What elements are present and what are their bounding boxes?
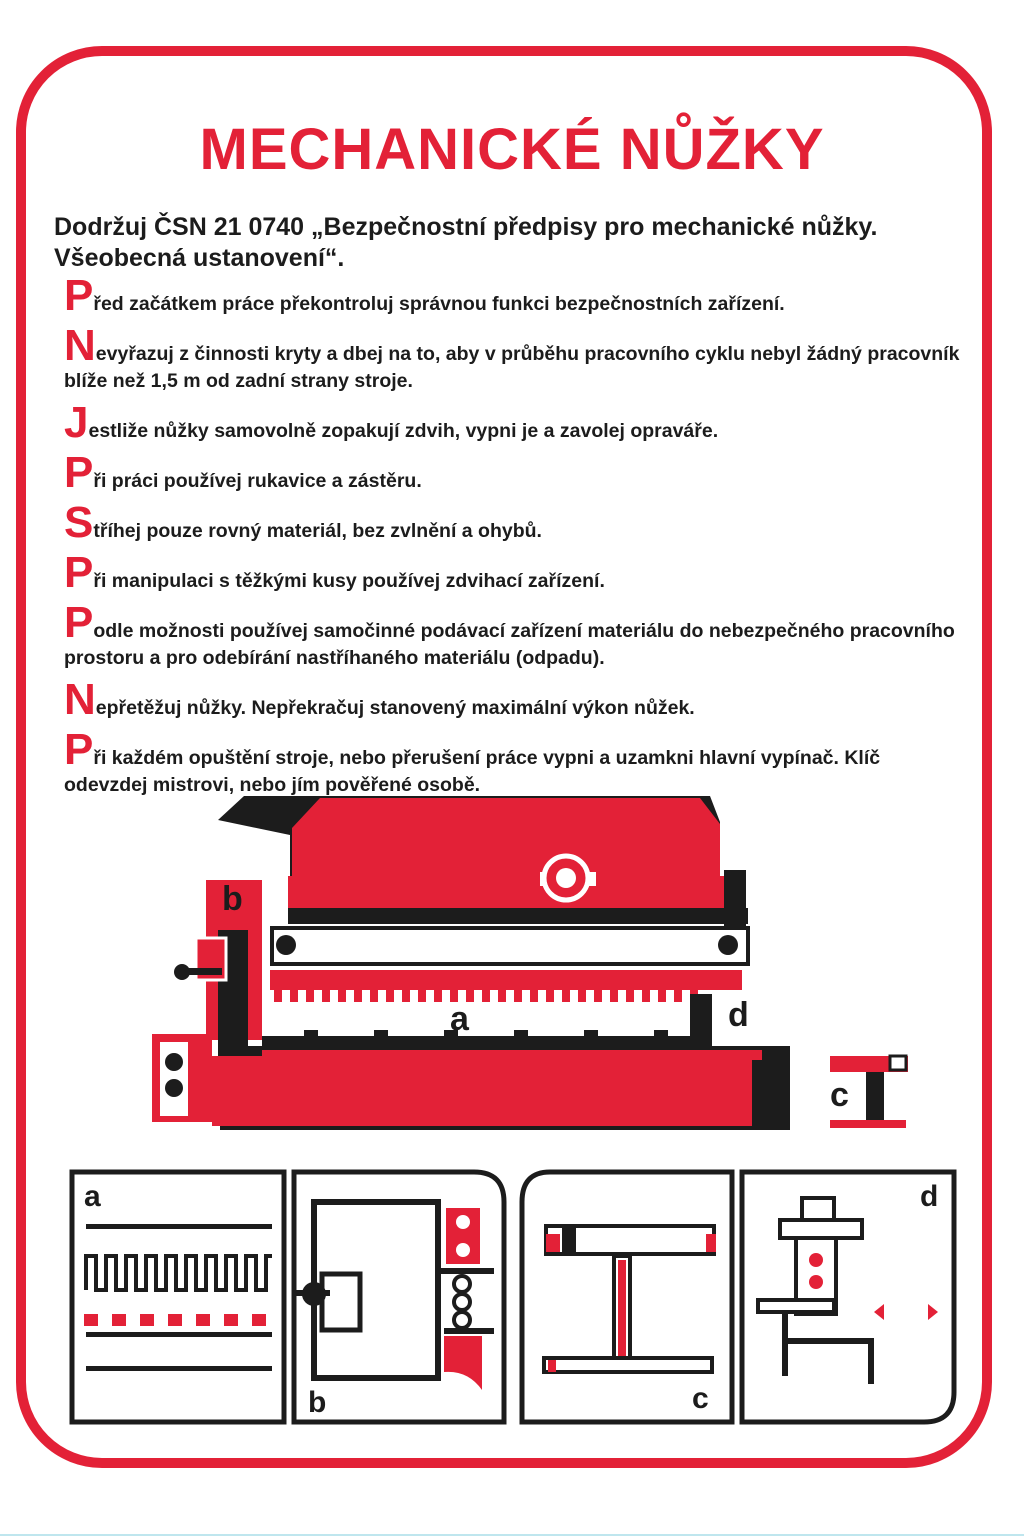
pedal-button-icon bbox=[165, 1053, 183, 1071]
rule-item: Jestliže nůžky samovolně zopakují zdvih,… bbox=[64, 401, 964, 445]
red-dash-line bbox=[84, 1314, 266, 1326]
rule-item: Nepřetěžuj nůžky. Nepřekračuj stanovený … bbox=[64, 678, 964, 722]
machine-beam-shadow bbox=[288, 908, 748, 924]
comb-teeth-icon bbox=[84, 1254, 272, 1292]
detail-panel-d: d bbox=[739, 1169, 957, 1425]
blade-beam bbox=[270, 926, 750, 966]
sign-border bbox=[16, 46, 992, 1468]
rule-text: řed začátkem práce překontroluj správnou… bbox=[93, 293, 785, 315]
rule-initial: P bbox=[64, 725, 94, 774]
detail-panels: a b c bbox=[69, 1169, 957, 1425]
rule-item: Při každém opuštění stroje, nebo přeruše… bbox=[64, 728, 964, 799]
arrow-right-icon bbox=[928, 1304, 938, 1320]
label-c: c bbox=[830, 1076, 849, 1114]
detail-panel-c: c bbox=[519, 1169, 735, 1425]
side-support-foot bbox=[830, 1120, 906, 1128]
sign-title: MECHANICKÉ NŮŽKY bbox=[199, 117, 825, 182]
rule-initial: N bbox=[64, 675, 96, 724]
rule-item: Při manipulaci s těžkými kusy používej z… bbox=[64, 551, 964, 595]
side-support-cap bbox=[888, 1054, 908, 1072]
rule-text: odle možnosti používej samočinné podávac… bbox=[64, 620, 955, 669]
panel-b-label: b bbox=[308, 1386, 326, 1419]
lever-arm bbox=[182, 968, 222, 975]
table-edge bbox=[262, 1036, 712, 1046]
rule-text: estliže nůžky samovolně zopakují zdvih, … bbox=[88, 420, 719, 442]
label-a: a bbox=[450, 1000, 470, 1038]
rule-initial: P bbox=[64, 598, 94, 647]
machine-top-housing bbox=[292, 798, 720, 880]
hold-down-teeth bbox=[274, 988, 698, 1002]
panel-d-label: d bbox=[920, 1180, 938, 1213]
panel-c-label: c bbox=[692, 1382, 709, 1415]
rules-list: Před začátkem práce překontroluj správno… bbox=[64, 274, 964, 813]
bolt-right-icon bbox=[718, 935, 738, 955]
shear-machine-illustration: b a d c bbox=[152, 796, 908, 1130]
detail-panel-a: a bbox=[69, 1169, 287, 1425]
rule-initial: P bbox=[64, 448, 94, 497]
rule-text: ři práci používej rukavice a zástěru. bbox=[93, 470, 422, 492]
detail-panel-b: b bbox=[291, 1169, 507, 1425]
rule-item: Stříhej pouze rovný materiál, bez zvlněn… bbox=[64, 501, 964, 545]
table-rollers bbox=[304, 1030, 668, 1040]
side-support-column bbox=[866, 1072, 884, 1122]
rule-initial: J bbox=[64, 398, 89, 447]
rule-item: Podle možnosti používej samočinné podáva… bbox=[64, 601, 964, 672]
bottom-edge-line bbox=[0, 1534, 1024, 1536]
rule-initial: P bbox=[64, 271, 94, 320]
rule-initial: S bbox=[64, 498, 94, 547]
arrow-left-icon bbox=[874, 1304, 884, 1320]
table-top bbox=[262, 1050, 762, 1060]
machine-base bbox=[212, 1056, 752, 1126]
rule-item: Před začátkem práce překontroluj správno… bbox=[64, 274, 964, 318]
eye-bolt-hole bbox=[556, 868, 576, 888]
rule-text: ři manipulaci s těžkými kusy používej zd… bbox=[93, 570, 605, 592]
bolt-left-icon bbox=[276, 935, 296, 955]
machine-top-front bbox=[288, 876, 724, 910]
pedal-button-icon bbox=[165, 1079, 183, 1097]
label-b: b bbox=[222, 880, 243, 918]
rule-item: Nevyřazuj z činnosti kryty a dbej na to,… bbox=[64, 324, 964, 395]
rule-text: ři každém opuštění stroje, nebo přerušen… bbox=[64, 747, 881, 796]
hold-down-bar bbox=[270, 970, 742, 990]
standard-intro: Dodržuj ČSN 21 0740 „Bezpečnostní předpi… bbox=[54, 213, 878, 272]
rule-text: tříhej pouze rovný materiál, bez zvlnění… bbox=[93, 520, 542, 542]
rule-initial: N bbox=[64, 321, 96, 370]
rule-text: epřetěžuj nůžky. Nepřekračuj stanovený m… bbox=[95, 697, 695, 719]
rule-initial: P bbox=[64, 548, 94, 597]
panel-a-label: a bbox=[84, 1180, 101, 1213]
rule-text: evyřazuj z činnosti kryty a dbej na to, … bbox=[64, 343, 960, 392]
rule-item: Při práci používej rukavice a zástěru. bbox=[64, 451, 964, 495]
label-d: d bbox=[728, 996, 749, 1034]
